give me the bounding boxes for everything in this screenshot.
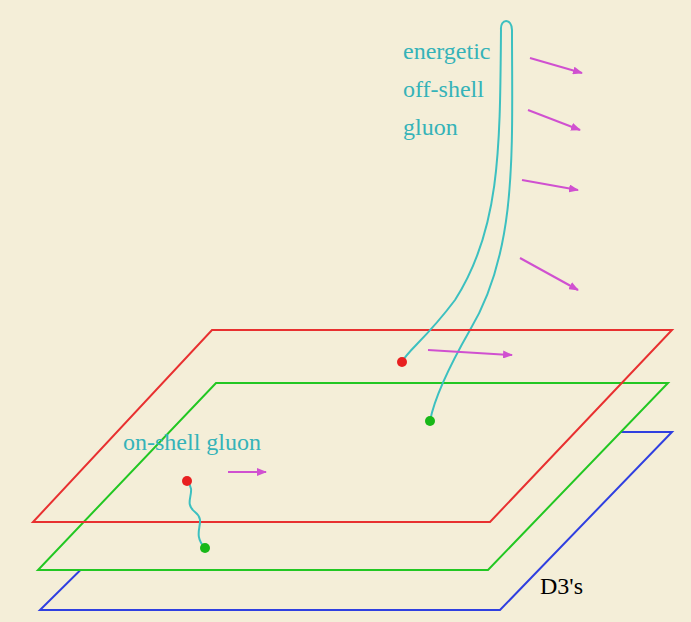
green-endpoint [425,416,435,426]
red-endpoint [397,357,407,367]
red-endpoint [182,476,192,486]
green-brane [38,383,668,570]
gluon-label: energetic off-shell gluon [403,32,503,146]
gluon-label: on-shell gluon [123,428,261,456]
brane-label: D3's [540,572,583,600]
on-shell-string [187,481,205,548]
red-brane [33,330,672,522]
off-shell-string [402,21,512,362]
green-endpoint [200,543,210,553]
